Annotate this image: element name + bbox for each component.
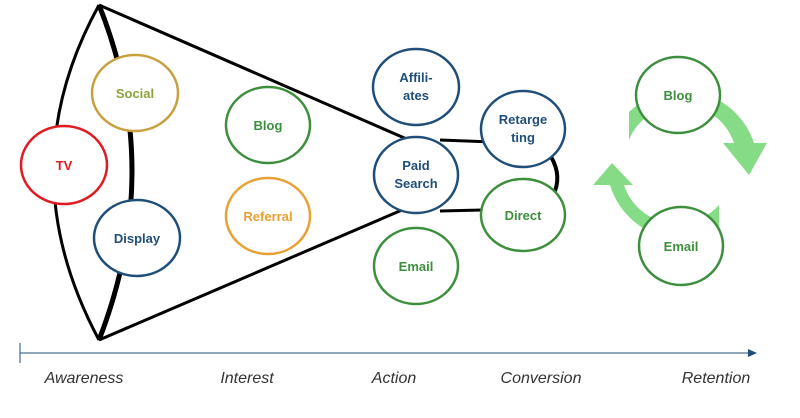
cycle-arrow-top-right <box>629 90 767 175</box>
node-email-action-label: Email <box>399 259 434 274</box>
node-tv: TV <box>19 124 109 206</box>
stage-label-interest: Interest <box>220 370 274 387</box>
node-affiliates: Affili- ates <box>371 47 461 127</box>
node-affiliates-label-line2: ates <box>403 88 429 103</box>
funnel-top-edge <box>98 3 410 142</box>
axis-arrowhead <box>748 349 757 357</box>
node-retention-blog: Blog <box>634 55 722 135</box>
stage-label-retention: Retention <box>682 370 751 387</box>
node-referral-label: Referral <box>243 209 292 224</box>
retention-cycle <box>593 90 767 240</box>
node-paid-search-label-line1: Paid <box>402 158 430 173</box>
node-blog: Blog <box>224 85 312 165</box>
node-paid-search-label-line2: Search <box>394 176 437 191</box>
node-display-label: Display <box>114 231 161 246</box>
funnel-bottom-edge <box>98 205 410 342</box>
node-tv-label: TV <box>56 158 73 173</box>
node-display: Display <box>92 198 182 278</box>
funnel-inner-arc <box>96 4 135 341</box>
node-retargeting: Retarge ting <box>479 89 567 169</box>
node-retention-blog-label: Blog <box>664 88 693 103</box>
node-paid-search: Paid Search <box>372 135 460 215</box>
node-direct: Direct <box>479 177 567 253</box>
stage-labels: Awareness Interest Action Conversion Ret… <box>44 370 751 387</box>
cycle-arrow-bottom-left <box>593 163 719 240</box>
stage-label-conversion: Conversion <box>501 370 582 387</box>
node-retargeting-label-line1: Retarge <box>499 112 547 127</box>
node-blog-label: Blog <box>254 118 283 133</box>
node-retention-email: Email <box>637 205 725 287</box>
node-social-label: Social <box>116 86 154 101</box>
node-social: Social <box>90 53 180 133</box>
node-referral: Referral <box>224 176 312 256</box>
node-affiliates-label-line1: Affili- <box>399 70 432 85</box>
node-retargeting-label-line2: ting <box>511 130 535 145</box>
stage-label-action: Action <box>371 370 417 387</box>
node-direct-label: Direct <box>505 208 543 223</box>
node-email-action: Email <box>372 226 460 306</box>
stage-axis <box>19 343 757 363</box>
stage-label-awareness: Awareness <box>44 370 124 387</box>
node-retention-email-label: Email <box>664 239 699 254</box>
